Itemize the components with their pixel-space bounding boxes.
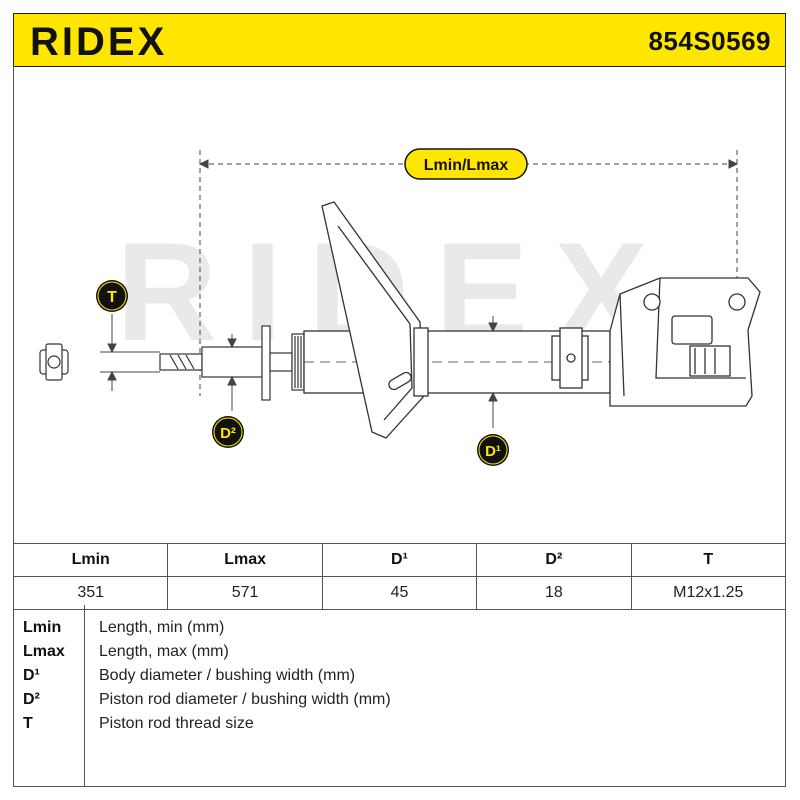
legend-key: D² (23, 691, 40, 708)
drawing-frame (13, 66, 786, 544)
specs-header-d1: D¹ (321, 543, 478, 577)
specs-value-lmin: 351 (12, 576, 169, 610)
length-label: Lmin/Lmax (424, 157, 509, 174)
legend-item: Lmax Length, max (mm) (14, 643, 785, 667)
legend-key: Lmax (23, 643, 65, 660)
rod-diameter-label: D² (220, 425, 236, 442)
legend-item: T Piston rod thread size (14, 715, 785, 739)
body-diameter-label: D¹ (485, 443, 501, 460)
legend-divider (84, 605, 85, 786)
thread-dimension (100, 314, 160, 391)
specs-value-t: M12x1.25 (630, 576, 787, 610)
nut-icon (39, 343, 69, 381)
legend-desc: Piston rod diameter / bushing width (mm) (99, 691, 391, 708)
body-diameter-badge: D¹ (477, 434, 509, 466)
specs-value-row: 351 571 45 18 M12x1.25 (12, 576, 787, 610)
ridex-logo: RIDEX (30, 21, 167, 61)
legend-desc: Length, max (mm) (99, 643, 229, 660)
shock-absorber-drawing: RIDEX Lmin/Lmax T (39, 148, 761, 466)
legend-item: Lmin Length, min (mm) (14, 619, 785, 643)
legend-key: T (23, 715, 33, 732)
header-bar: RIDEX 854S0569 (13, 13, 786, 67)
rod-diameter-badge: D² (212, 416, 244, 448)
legend-key: Lmin (23, 619, 62, 636)
body-diameter-dimension (488, 316, 498, 428)
ridex-logo-text: RIDEX (30, 21, 167, 61)
strut-body (303, 201, 761, 439)
legend-item: D² Piston rod diameter / bushing width (… (14, 691, 785, 715)
thread-label: T (107, 289, 117, 306)
specs-header-lmin: Lmin (12, 543, 169, 577)
specs-header-lmax: Lmax (167, 543, 323, 577)
legend-key: D¹ (23, 667, 40, 684)
specs-value-lmax: 571 (167, 576, 323, 610)
specs-header-row: Lmin Lmax D¹ D² T (12, 543, 787, 577)
specs-table: Lmin Lmax D¹ D² T 351 571 45 18 M12x1.25 (12, 543, 787, 610)
specs-value-d1: 45 (321, 576, 478, 610)
legend: Lmin Length, min (mm) Lmax Length, max (… (13, 605, 786, 787)
specs-value-d2: 18 (476, 576, 632, 610)
legend-desc: Body diameter / bushing width (mm) (99, 667, 356, 684)
legend-desc: Length, min (mm) (99, 619, 225, 636)
thread-badge: T (96, 280, 128, 312)
specs-header-t: T (630, 543, 787, 577)
legend-desc: Piston rod thread size (99, 715, 254, 732)
legend-item: D¹ Body diameter / bushing width (mm) (14, 667, 785, 691)
length-badge: Lmin/Lmax (404, 148, 528, 180)
rod-diameter-dimension (227, 334, 237, 411)
part-number: 854S0569 (648, 26, 771, 56)
specs-header-d2: D² (476, 543, 632, 577)
